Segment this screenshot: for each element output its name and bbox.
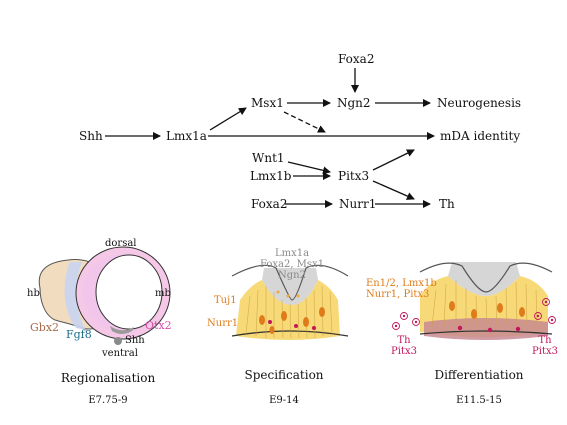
node-lmx1b: Lmx1b bbox=[250, 169, 292, 183]
node-foxa2-bottom: Foxa2 bbox=[251, 197, 288, 211]
label-mb: mb bbox=[155, 288, 171, 299]
node-mda-identity: mDA identity bbox=[440, 129, 521, 143]
regionalisation-illustration bbox=[38, 246, 171, 345]
diff-pitx3-left: Pitx3 bbox=[391, 346, 417, 357]
label-fgf8: Fgf8 bbox=[66, 328, 92, 341]
diff-marker-line1: En1/2, Lmx1b bbox=[366, 278, 437, 289]
stage-specification: Specification bbox=[244, 368, 324, 382]
arrow-lmx1a-msx1 bbox=[209, 107, 247, 131]
node-shh: Shh bbox=[79, 129, 103, 143]
label-ventral: ventral bbox=[102, 348, 138, 359]
node-wnt1: Wnt1 bbox=[252, 151, 285, 165]
diff-left-labels: Th Pitx3 bbox=[391, 335, 417, 357]
label-dorsal: dorsal bbox=[105, 238, 137, 249]
label-gbx2: Gbx2 bbox=[30, 321, 60, 334]
arrow-pitx3-mda bbox=[372, 149, 415, 171]
differentiation-illustration bbox=[392, 262, 556, 340]
spec-marker-line3: Ngn2 bbox=[278, 270, 306, 281]
label-hb: hb bbox=[27, 288, 40, 299]
stage-differentiation: Differentiation bbox=[434, 368, 524, 382]
time-specification: E9-14 bbox=[269, 395, 299, 406]
node-lmx1a: Lmx1a bbox=[166, 129, 207, 143]
node-neurogenesis: Neurogenesis bbox=[437, 96, 522, 110]
node-th: Th bbox=[439, 197, 455, 211]
spec-marker-line2: Foxa2, Msx1 bbox=[259, 259, 325, 270]
node-msx1: Msx1 bbox=[251, 96, 284, 110]
node-ngn2: Ngn2 bbox=[337, 96, 371, 110]
stage-regionalisation: Regionalisation bbox=[60, 371, 156, 385]
time-regionalisation: E7.75-9 bbox=[88, 395, 128, 406]
spec-marker-line1: Lmx1a bbox=[274, 248, 310, 259]
diff-markers: En1/2, Lmx1b Nurr1, Pitx3 bbox=[366, 278, 437, 300]
label-otx2: Otx2 bbox=[145, 319, 172, 332]
label-shh-panel: Shh bbox=[125, 335, 145, 346]
arrow-pitx3-th bbox=[372, 180, 415, 200]
arrow-msx1-mda-dashed bbox=[283, 111, 326, 133]
diff-marker-line2: Nurr1, Pitx3 bbox=[366, 289, 430, 300]
label-nurr1-spec: Nurr1 bbox=[207, 318, 239, 329]
specification-illustration bbox=[231, 264, 349, 340]
diff-th-left: Th bbox=[397, 335, 411, 346]
spec-markers: Lmx1a Foxa2, Msx1 Ngn2 bbox=[260, 248, 324, 281]
time-differentiation: E11.5-15 bbox=[456, 395, 502, 406]
arrow-wnt1-pitx3 bbox=[287, 161, 331, 175]
label-tuj1: Tuj1 bbox=[214, 295, 237, 306]
diff-th-right: Th bbox=[538, 335, 552, 346]
node-nurr1: Nurr1 bbox=[339, 197, 377, 211]
diff-right-labels: Th Pitx3 bbox=[532, 335, 558, 357]
node-pitx3: Pitx3 bbox=[338, 169, 370, 183]
diff-pitx3-right: Pitx3 bbox=[532, 346, 558, 357]
node-foxa2-top: Foxa2 bbox=[338, 52, 375, 66]
